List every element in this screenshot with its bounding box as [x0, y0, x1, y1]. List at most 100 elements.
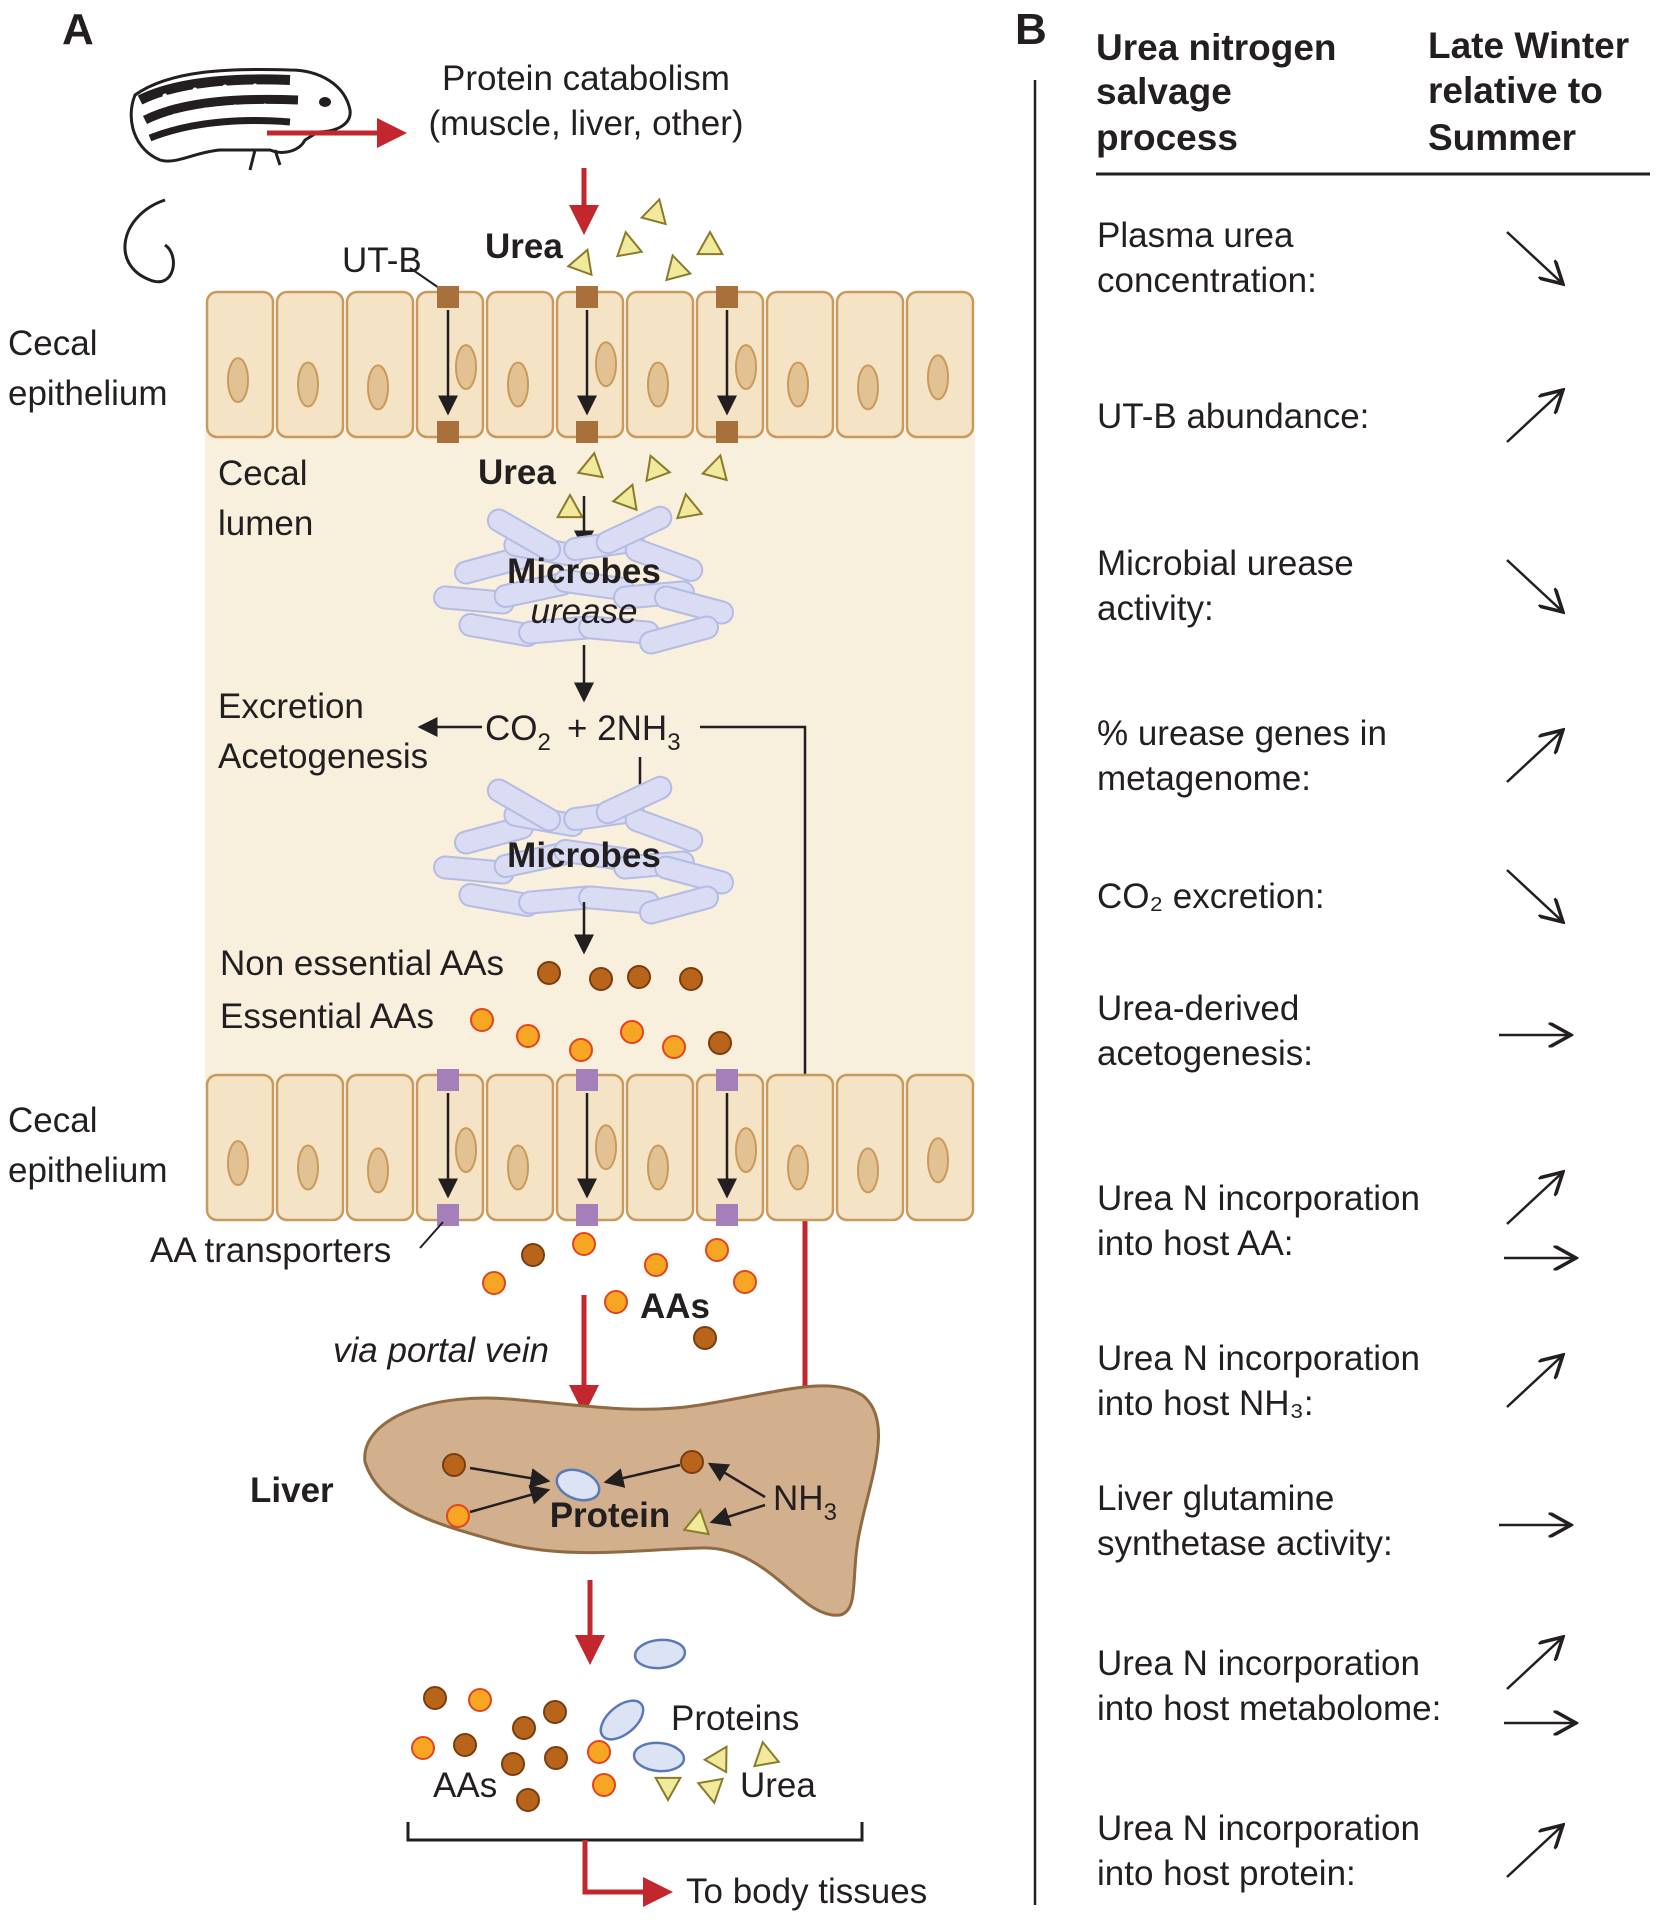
urea-triangle-icon	[702, 1744, 728, 1774]
aas-bottom-label: AAs	[433, 1766, 497, 1805]
urease-label: urease	[530, 592, 637, 631]
trend-arrow-icon	[1506, 869, 1563, 922]
non-essential-aa-icon	[501, 1752, 525, 1776]
cell-nucleus	[927, 354, 949, 401]
panel-a: A Protein catabolism (muscle, liver, oth…	[8, 5, 975, 1911]
aa-transporter	[716, 1069, 738, 1091]
urea-particles	[555, 197, 728, 520]
ut-b-transporter	[437, 286, 459, 308]
table-row: Urea N incorporation into host NH₃:	[1097, 1339, 1563, 1423]
process-label: UT-B abundance:	[1097, 397, 1369, 436]
process-label: into host AA:	[1097, 1224, 1294, 1263]
excretion-label: Excretion	[218, 687, 364, 726]
essential-aa-icon	[705, 1238, 729, 1262]
aa-transporters-label: AA transporters	[150, 1231, 391, 1270]
panel-a-letter: A	[62, 5, 94, 54]
process-label: into host protein:	[1097, 1854, 1356, 1893]
header-col2-line2: relative to	[1428, 70, 1603, 111]
process-label: % urease genes in	[1097, 714, 1387, 753]
microbe-rod	[486, 508, 562, 562]
essential-aa-icon	[470, 1008, 494, 1032]
to-body-tissues-label: To body tissues	[686, 1872, 927, 1911]
non-essential-aa-icon	[544, 1746, 568, 1770]
protein-icon	[633, 1638, 687, 1670]
essential-aa-icon	[662, 1035, 686, 1059]
cell-nucleus	[787, 1144, 809, 1191]
process-label: concentration:	[1097, 261, 1317, 300]
urea-triangle-icon	[639, 197, 667, 226]
cell-nucleus	[367, 364, 389, 411]
non-essential-aa-icon	[589, 967, 613, 991]
microbes-label-1: Microbes	[507, 552, 661, 591]
process-label: synthetase activity:	[1097, 1524, 1393, 1563]
liver-pathway-arrow	[469, 1485, 551, 1514]
non-essential-aa-icon	[516, 1788, 540, 1812]
process-label: CO₂ excretion:	[1097, 877, 1325, 916]
trend-arrow-icon	[1506, 1637, 1563, 1690]
essential-aa-icon	[733, 1270, 757, 1294]
protein-catabolism-sources: (muscle, liver, other)	[428, 104, 743, 143]
urea-triangle-icon	[566, 247, 593, 277]
cell-nucleus	[857, 1147, 879, 1194]
microbe-rod	[653, 855, 735, 895]
ut-b-transporter	[437, 421, 459, 443]
protein-icon	[555, 1468, 601, 1502]
process-label: into host NH₃:	[1097, 1384, 1314, 1423]
cecal-lumen-2: lumen	[218, 504, 313, 543]
nh3-label: + 2NH3	[567, 709, 681, 756]
liver-label: Liver	[250, 1471, 334, 1510]
urea-triangle-icon	[653, 1776, 683, 1803]
protein-label: Protein	[550, 1496, 671, 1535]
non-essential-aa-icon	[521, 1243, 545, 1267]
liver-pathway-arrow	[603, 1463, 681, 1488]
trend-arrow-icon	[1506, 1825, 1563, 1878]
process-label: metagenome:	[1097, 759, 1311, 798]
cecal-epithelium-top-1: Cecal	[8, 324, 97, 363]
cell-nucleus	[227, 357, 249, 404]
liver-pathway-arrow	[709, 1503, 766, 1527]
table-row: CO₂ excretion:	[1097, 869, 1563, 922]
process-label: Urea N incorporation	[1097, 1339, 1420, 1378]
essential-aa-icon	[516, 1024, 540, 1048]
urea-triangle-icon	[615, 230, 644, 258]
process-label: into host metabolome:	[1097, 1689, 1441, 1728]
cecal-epithelium-top	[205, 286, 975, 443]
aa-transporter	[716, 1204, 738, 1226]
essential-aa-icon	[587, 1740, 611, 1764]
process-label: acetogenesis:	[1097, 1034, 1313, 1073]
epithelial-cell	[835, 1073, 905, 1222]
aa-transporters-pointer	[419, 1221, 444, 1249]
liver-contents	[442, 1450, 766, 1536]
essential-aa-icon	[468, 1688, 492, 1712]
header-col1-line3: process	[1096, 117, 1238, 158]
cell-nucleus	[455, 1127, 477, 1174]
trend-arrow-icon	[1506, 1355, 1563, 1408]
ut-b-transporter	[576, 421, 598, 443]
cell-nucleus	[735, 344, 757, 391]
protein-icon	[632, 1741, 686, 1773]
urea-triangle-icon	[700, 453, 728, 482]
products-bracket	[406, 1822, 864, 1842]
aa-transporter	[576, 1204, 598, 1226]
microbe-rod	[595, 505, 673, 555]
header-col2-line3: Summer	[1428, 117, 1576, 158]
non-essential-aa-icon	[693, 1326, 717, 1350]
urea-triangle-icon	[665, 253, 693, 282]
essential-aa-icon	[620, 1020, 644, 1044]
header-col1-line2: salvage	[1096, 71, 1232, 112]
urea-triangle-icon	[682, 1508, 711, 1536]
chipmunk-icon	[123, 67, 352, 284]
urea-bottom-label: Urea	[740, 1766, 816, 1805]
cell-nucleus	[595, 1124, 617, 1171]
process-label: Urea-derived	[1097, 989, 1299, 1028]
aas-mid-label: AAs	[640, 1287, 710, 1326]
urea-triangle-icon	[695, 229, 725, 256]
process-label: activity:	[1097, 589, 1214, 628]
microbes-label-2: Microbes	[507, 836, 661, 875]
cell-nucleus	[927, 1137, 949, 1184]
trend-arrow-icon	[1506, 1172, 1563, 1225]
